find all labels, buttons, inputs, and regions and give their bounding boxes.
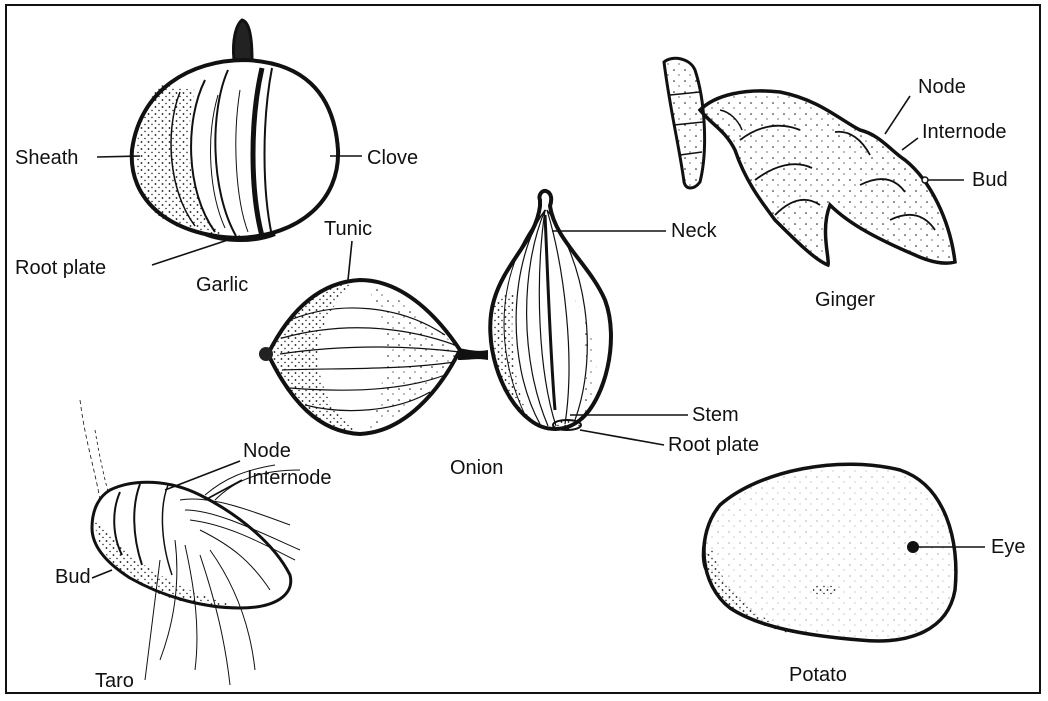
- potato-eye-label: Eye: [991, 537, 1025, 557]
- onion-tunic-label: Tunic: [324, 219, 372, 239]
- garlic-clove-label: Clove: [367, 148, 418, 168]
- potato-name-label: Potato: [789, 665, 847, 685]
- taro-internode-label: Internode: [247, 468, 332, 488]
- onion-neck-label: Neck: [671, 221, 717, 241]
- taro-bud-label: Bud: [55, 567, 91, 587]
- potato-drawing: [700, 464, 960, 645]
- garlic-root-plate-label: Root plate: [15, 258, 106, 278]
- garlic-sheath-label: Sheath: [15, 148, 78, 168]
- taro-node-label: Node: [243, 441, 291, 461]
- garlic-drawing: [132, 20, 338, 240]
- ginger-internode-label: Internode: [922, 122, 1007, 142]
- onion-drawing: [259, 191, 611, 434]
- onion-stem-label: Stem: [692, 405, 739, 425]
- onion-name-label: Onion: [450, 458, 503, 478]
- garlic-name-label: Garlic: [196, 275, 248, 295]
- taro-name-label: Taro: [95, 671, 134, 691]
- ginger-bud-label: Bud: [972, 170, 1008, 190]
- ginger-name-label: Ginger: [815, 290, 875, 310]
- ginger-node-label: Node: [918, 77, 966, 97]
- onion-root-plate-label: Root plate: [668, 435, 759, 455]
